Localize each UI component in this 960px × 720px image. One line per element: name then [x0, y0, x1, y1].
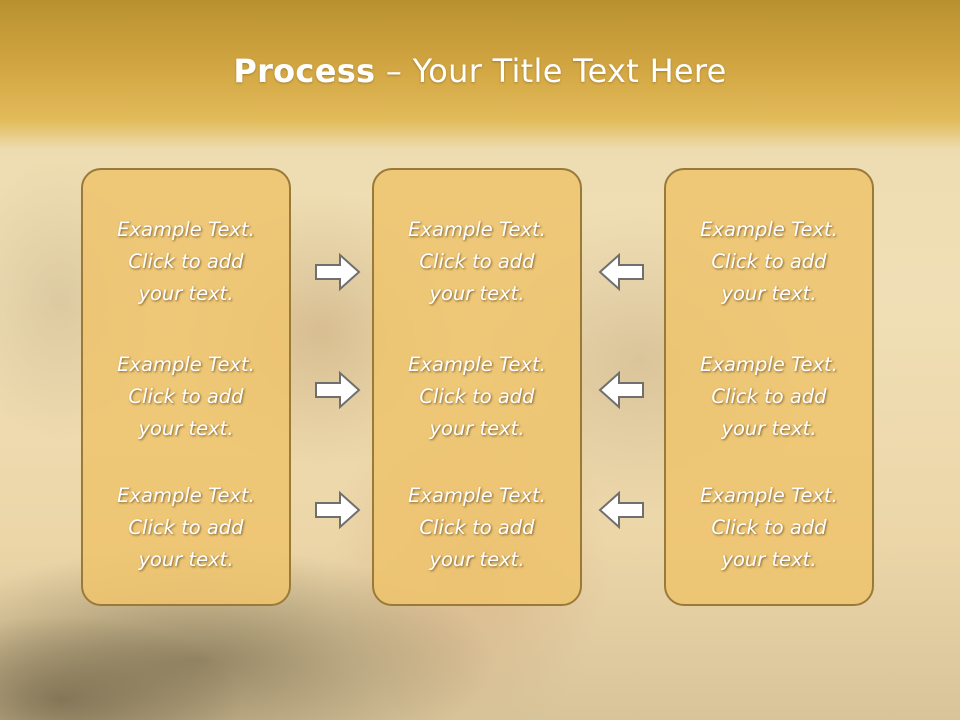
text-line: Example Text. — [700, 218, 838, 241]
left-arrow-icon — [598, 252, 644, 292]
text-line: Click to add — [711, 516, 827, 539]
text-line: Example Text. — [408, 218, 546, 241]
text-placeholder[interactable]: Example Text. Click to add your text. — [83, 349, 289, 445]
left-arrow-icon — [598, 370, 644, 410]
process-box-center[interactable]: Example Text. Click to add your text. Ex… — [372, 168, 582, 606]
text-line: Click to add — [419, 250, 535, 273]
right-arrow-icon — [315, 370, 361, 410]
text-line: Example Text. — [408, 484, 546, 507]
text-line: your text. — [721, 548, 817, 571]
text-placeholder[interactable]: Example Text. Click to add your text. — [83, 480, 289, 576]
right-arrow-icon — [315, 252, 361, 292]
text-line: your text. — [429, 282, 525, 305]
text-line: your text. — [429, 417, 525, 440]
text-line: Example Text. — [700, 484, 838, 507]
text-placeholder[interactable]: Example Text. Click to add your text. — [374, 214, 580, 310]
text-placeholder[interactable]: Example Text. Click to add your text. — [666, 349, 872, 445]
text-line: Example Text. — [700, 353, 838, 376]
right-arrow-icon — [315, 490, 361, 530]
text-line: Example Text. — [117, 353, 255, 376]
text-line: your text. — [721, 417, 817, 440]
slide-title[interactable]: Process – Your Title Text Here — [0, 52, 960, 90]
text-placeholder[interactable]: Example Text. Click to add your text. — [666, 214, 872, 310]
text-line: your text. — [138, 282, 234, 305]
text-line: Example Text. — [117, 218, 255, 241]
text-placeholder[interactable]: Example Text. Click to add your text. — [666, 480, 872, 576]
text-line: Click to add — [128, 250, 244, 273]
text-line: your text. — [429, 548, 525, 571]
text-line: Click to add — [128, 385, 244, 408]
process-box-right[interactable]: Example Text. Click to add your text. Ex… — [664, 168, 874, 606]
text-line: your text. — [138, 548, 234, 571]
text-line: Click to add — [711, 385, 827, 408]
text-line: your text. — [138, 417, 234, 440]
title-bold: Process — [233, 52, 376, 90]
text-line: Click to add — [419, 516, 535, 539]
title-banner — [0, 0, 960, 150]
text-placeholder[interactable]: Example Text. Click to add your text. — [374, 480, 580, 576]
title-rest: – Your Title Text Here — [375, 52, 727, 90]
text-line: Click to add — [419, 385, 535, 408]
text-line: Example Text. — [408, 353, 546, 376]
text-placeholder[interactable]: Example Text. Click to add your text. — [374, 349, 580, 445]
text-line: Example Text. — [117, 484, 255, 507]
text-line: Click to add — [711, 250, 827, 273]
text-placeholder[interactable]: Example Text. Click to add your text. — [83, 214, 289, 310]
process-box-left[interactable]: Example Text. Click to add your text. Ex… — [81, 168, 291, 606]
text-line: your text. — [721, 282, 817, 305]
text-line: Click to add — [128, 516, 244, 539]
left-arrow-icon — [598, 490, 644, 530]
